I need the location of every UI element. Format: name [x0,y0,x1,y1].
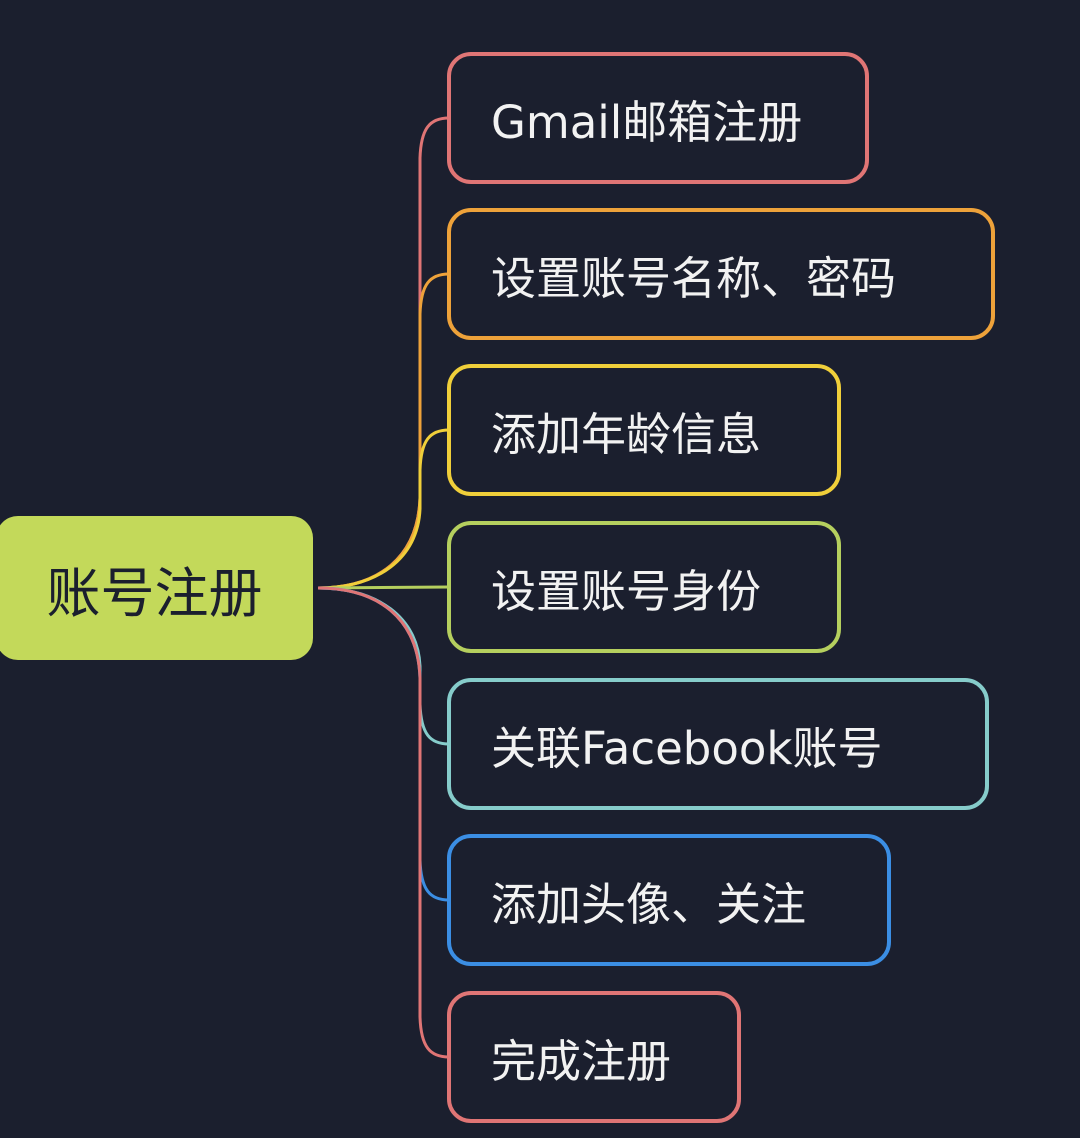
child-node-1[interactable]: Gmail邮箱注册 [447,52,869,184]
root-node-label: 账号注册 [46,561,263,625]
connector-line-6 [317,586,450,902]
connector-line-7 [317,586,450,1059]
child-node-2[interactable]: 设置账号名称、密码 [447,208,995,340]
child-node-label: Gmail邮箱注册 [491,95,803,149]
child-node-label: 完成注册 [491,1034,672,1088]
connector-line-1 [317,116,450,590]
child-node-label: 设置账号身份 [491,564,762,618]
connector-line-5 [317,586,450,746]
connector-line-2 [317,272,450,590]
child-node-7[interactable]: 完成注册 [447,991,741,1123]
connector-line-3 [317,428,450,590]
child-node-5[interactable]: 关联Facebook账号 [447,678,989,810]
child-node-label: 关联Facebook账号 [491,721,883,775]
child-node-4[interactable]: 设置账号身份 [447,521,841,653]
child-node-label: 添加年龄信息 [491,407,762,461]
child-node-6[interactable]: 添加头像、关注 [447,834,891,966]
connector-line-4 [317,585,450,590]
child-node-label: 设置账号名称、密码 [491,251,897,305]
root-node[interactable]: 账号注册 [0,516,313,660]
child-node-label: 添加头像、关注 [491,877,807,931]
child-node-3[interactable]: 添加年龄信息 [447,364,841,496]
